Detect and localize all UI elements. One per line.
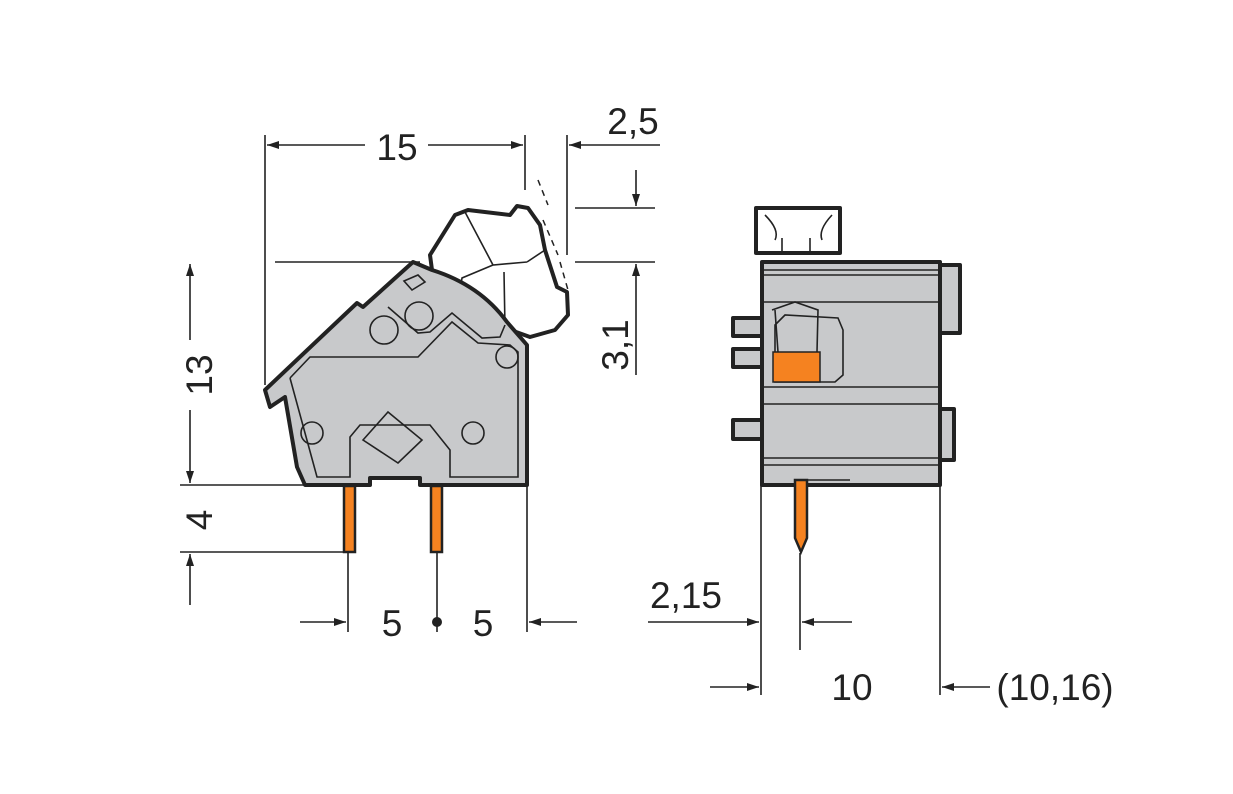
dim-pin-length: 4 [179,510,220,531]
dim-pin-offset: 2,15 [650,575,722,616]
front-view [731,206,962,556]
pin-front [793,478,809,556]
dim-body-height: 13 [179,354,220,395]
release-window [772,351,821,383]
dim-body-width-alt: (10,16) [996,667,1113,708]
dim-lever-offset: 2,5 [607,101,658,142]
dim-lever-height: 3,1 [595,319,636,370]
dim-width-total: 15 [376,127,417,168]
dim-pitch-left: 5 [382,603,403,644]
dim-body-width: 10 [831,667,872,708]
pin-right [429,484,444,554]
dim-pitch-right: 5 [473,603,494,644]
pin-left [342,484,357,554]
dimension-lines [180,135,990,695]
side-view [263,204,570,554]
housing [263,260,529,487]
